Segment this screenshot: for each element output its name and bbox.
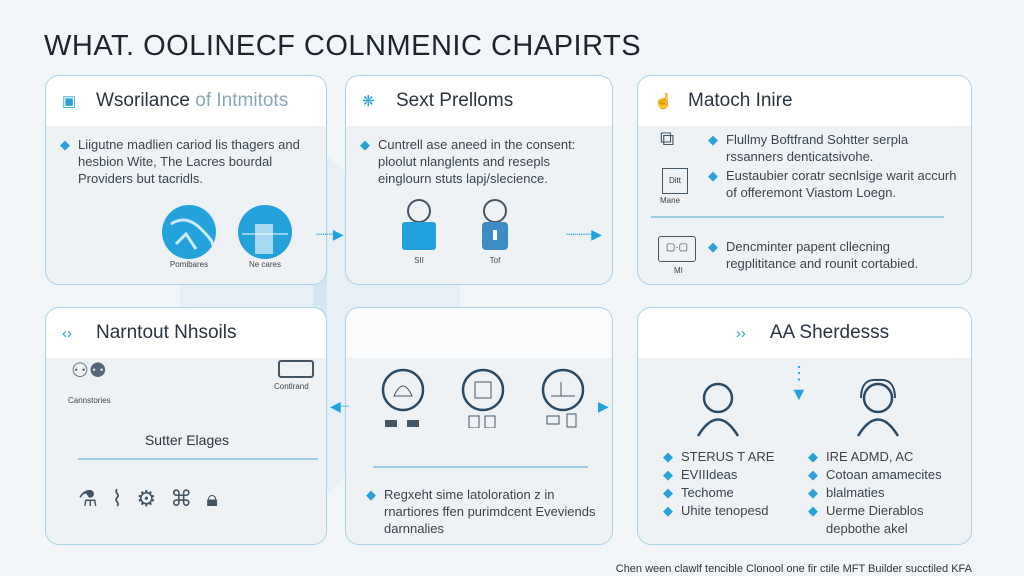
card-icon: ▢·▢	[658, 236, 696, 262]
list-item: Techome	[681, 485, 734, 500]
bullet-icon: ◆	[708, 168, 718, 183]
chart-icon: ⌇	[111, 486, 123, 511]
list-item: Eustaubier coratr secnlsige warit accurh…	[726, 168, 957, 200]
building-icon	[461, 368, 505, 428]
list-item: Cotoan amamecites	[826, 467, 942, 482]
bullet-icon: ◆	[360, 137, 370, 152]
divider	[373, 466, 588, 468]
person-desk-icon	[402, 199, 436, 250]
panel-sext-prelloms: ❋ Sext Prelloms ◆ Cuntrell ase aneed in th…	[345, 75, 613, 285]
panel-matoch-inire: ☝ Matoch Inire ⧉ Ditt Mane ◆ Flullmy Boftf…	[637, 75, 972, 285]
leaf-icon: ❋	[362, 93, 375, 110]
person-lock-icon	[482, 199, 508, 250]
caption: Contlrand	[274, 382, 309, 391]
tool-icon: ⚗	[78, 486, 98, 511]
arrow-left-icon: ◀┈	[330, 398, 350, 414]
divider	[78, 458, 318, 460]
panel-process: ◆ Regxeht sime latoloration z in rnartior…	[345, 307, 613, 545]
panel-title: Wsorilance	[96, 90, 190, 111]
panel-title: Narntout Nhsoils	[96, 322, 237, 343]
bullet-icon: ◆	[60, 137, 70, 152]
list-item: EVIIIdeas	[681, 467, 738, 482]
arrow-right-icon: ┈┈▶	[316, 226, 344, 242]
globe-icon	[162, 205, 216, 259]
hand-icon: ☝	[654, 93, 673, 110]
caption: Tof	[489, 256, 501, 265]
desk-icon	[541, 368, 585, 428]
icon-label: Ditt	[669, 176, 681, 185]
panel-text: Cuntrell ase aneed in the consent: plool…	[378, 137, 576, 186]
panel-text: Regxeht sime latoloration z in rnartiore…	[384, 487, 596, 536]
bullet-icon: ◆	[366, 487, 376, 502]
panel-text: Liigutne madlien cariod lis thagers and …	[78, 137, 300, 186]
network-icon: ⌘	[170, 486, 193, 511]
monitor-icon: ▣	[62, 93, 77, 110]
arrow-right-icon: ▶	[598, 398, 609, 414]
panel-title: Matoch Inire	[688, 90, 793, 111]
subheading: Sutter Elages	[144, 432, 230, 448]
panel-surveillance: ▣ Wsorilance of Intmitots ◆ Liigutne madli…	[45, 75, 327, 285]
document-icon: Ditt	[662, 168, 688, 194]
page-title: WHAT. OOLINECF COLNMENIC CHAPIRTS	[44, 30, 642, 62]
bullet-icon: ◆	[708, 132, 718, 147]
divider	[651, 216, 944, 218]
list-item: Dencminter papent cllecning regplititanc…	[726, 239, 919, 271]
caption: Mane	[660, 196, 681, 205]
arrow-right-icon: ┈┈┈▶	[566, 226, 603, 242]
person-avatar-icon	[696, 382, 740, 437]
people-icon: ⚇⚉	[71, 360, 107, 382]
bell-icon	[381, 368, 425, 427]
list-item: IRE ADMD, AC	[826, 449, 914, 464]
panel-title: AA Sherdesss	[769, 322, 890, 343]
lock-icon: 🔒︎	[206, 486, 218, 511]
panel-title: Sext Prelloms	[396, 90, 514, 111]
caption: Ne cares	[248, 260, 281, 269]
list-item: blalmaties	[826, 485, 885, 500]
list-item: STERUS T ARE	[681, 449, 775, 464]
panel-title-accent: of Intmitots	[195, 90, 289, 111]
caption: Pomibares	[169, 260, 209, 269]
chart-icon	[278, 360, 314, 378]
list-item: Uhite tenopesd	[681, 503, 769, 518]
chat-icon: ⧉	[660, 128, 675, 150]
caption: SII	[414, 256, 424, 265]
arrow-down-icon: ⋮▼	[790, 363, 808, 404]
list-item: Uerme Dierablos depbothe akel	[826, 503, 924, 536]
bullet-icon: ◆	[708, 239, 718, 254]
list-item: Flullmy Boftfrand Sohtter serpla rssanne…	[726, 132, 909, 164]
panel-narntout: ‹› Narntout Nhsoils ⚇⚉ Cannstories Contlr…	[45, 307, 327, 545]
caption: MI	[674, 266, 683, 275]
caption: Cannstories	[68, 396, 111, 405]
gear-icon: ⚙	[136, 486, 157, 511]
headset-person-icon	[856, 378, 900, 437]
panel-sherdesss: ››AA Sherdesss ⋮▼ ◆STERUS T ARE ◆EVIIIde…	[637, 307, 972, 545]
globe-icon	[238, 205, 292, 259]
arrows-icon: ››	[735, 324, 746, 342]
footer-note: Chen ween clawlf tencible Clonool one fi…	[615, 563, 972, 575]
brackets-icon: ‹›	[62, 324, 72, 342]
